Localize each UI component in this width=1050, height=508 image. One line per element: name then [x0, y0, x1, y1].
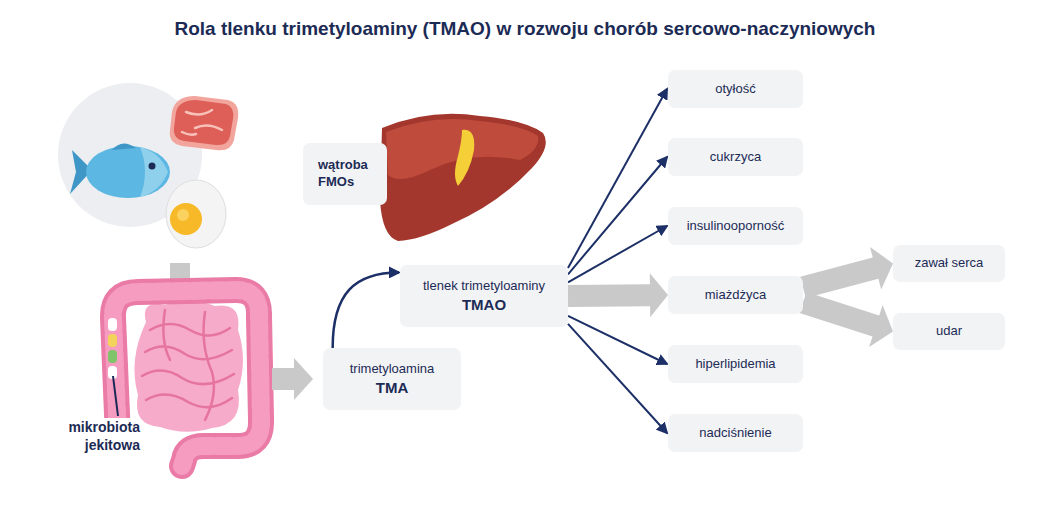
label-box: trimetyloaminaTMA [323, 348, 461, 410]
box-label: wątroba [318, 157, 368, 174]
box-label: insulinooporność [687, 218, 785, 235]
box-sublabel: FMOs [318, 174, 354, 191]
steak-icon [170, 96, 239, 150]
liver-illustration [380, 114, 546, 241]
box-label: nadciśnienie [699, 425, 771, 442]
box-label: trimetyloamina [350, 361, 435, 378]
callout-label: mikrobiota jekitowa [40, 418, 140, 454]
box-label: miażdżyca [705, 287, 766, 304]
box-label: zawał serca [915, 255, 984, 272]
thin-arrow [568, 157, 667, 274]
block-arrow [800, 247, 893, 298]
label-box: udar [893, 313, 1005, 350]
leader-line [113, 376, 118, 416]
block-arrow [800, 292, 893, 347]
label-box: miażdżyca [668, 276, 803, 314]
fish-icon [70, 143, 170, 198]
label-box: hiperlipidemia [668, 345, 803, 383]
diagram-title: Rola tlenku trimetyloaminy (TMAO) w rozw… [0, 18, 1050, 40]
box-label: tlenek trimetyloaminy [423, 278, 545, 295]
label-box: insulinooporność [668, 207, 803, 245]
label-box: otyłość [668, 70, 803, 108]
label-box: nadciśnienie [668, 414, 803, 452]
label-box: cukrzyca [668, 138, 803, 176]
label-box: tlenek trimetyloaminyTMAO [400, 265, 568, 327]
thin-arrow [568, 324, 667, 433]
box-label: hiperlipidemia [695, 356, 775, 373]
box-sublabel: TMA [376, 378, 409, 398]
block-arrow [568, 273, 668, 317]
flow-arrow [272, 358, 313, 400]
curved-arrow [333, 272, 399, 348]
egg-icon [166, 180, 226, 248]
label-box: wątrobaFMOs [303, 143, 387, 205]
box-label: cukrzyca [710, 149, 761, 166]
box-sublabel: TMAO [462, 295, 506, 315]
box-label: otyłość [715, 81, 755, 98]
thin-arrow [568, 226, 667, 282]
label-box: zawał serca [893, 245, 1005, 282]
thin-arrow [568, 89, 667, 268]
box-label: udar [936, 323, 962, 340]
